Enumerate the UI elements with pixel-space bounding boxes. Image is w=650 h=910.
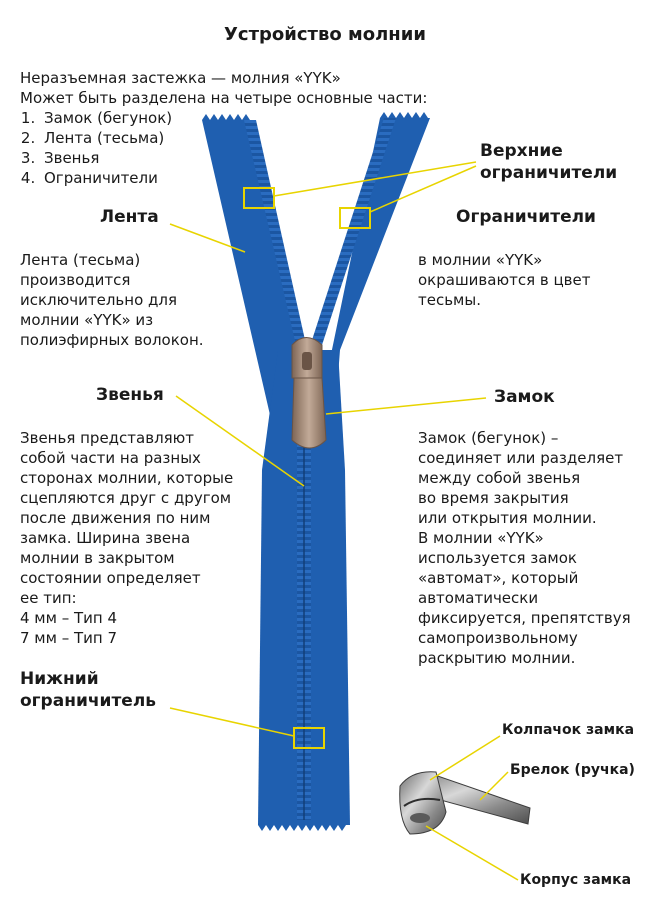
teeth-text: Звенья представляют собой части на разны… <box>20 429 234 647</box>
slider-pull <box>291 377 327 449</box>
list-item: Лента (тесьма) <box>40 128 427 148</box>
list-item: Замок (бегунок) <box>40 108 427 128</box>
left-teeth <box>244 120 305 345</box>
tape-heading: Лента <box>100 207 159 227</box>
right-teeth <box>312 118 396 345</box>
left-top-stop-box <box>243 187 275 209</box>
teeth-heading: Звенья <box>96 385 164 405</box>
slider-pull-label: Брелок (ручка) <box>510 762 635 778</box>
intro-line-2: Может быть разделена на четыре основные … <box>20 89 428 107</box>
stops-heading: Ограничители <box>456 207 596 227</box>
intro-line-1: Неразъемная застежка — молния «YYK» <box>20 69 341 87</box>
page-title: Устройство молнии <box>224 24 426 45</box>
zipper-slider-photo <box>399 771 531 835</box>
slider-cap-label: Колпачок замка <box>502 722 635 738</box>
slider-body-label: Корпус замка <box>520 872 632 888</box>
tape-text: Лента (тесьма) производится исключительн… <box>20 251 204 349</box>
intro-block: Неразъемная застежка — молния «YYK» Може… <box>20 68 427 188</box>
slider-heading: Замок <box>494 387 555 407</box>
parts-list: Замок (бегунок) Лента (тесьма) Звенья Ог… <box>20 108 427 188</box>
right-top-stop-box <box>339 207 371 229</box>
bottom-edge <box>258 825 346 831</box>
list-item: Звенья <box>40 148 427 168</box>
list-item: Ограничители <box>40 168 427 188</box>
right-tape-edge <box>380 112 428 118</box>
left-tape-edge <box>202 114 250 120</box>
bottom-stop-box <box>293 727 325 749</box>
bottom-stop-heading: Нижний ограничитель <box>20 669 157 711</box>
upper-stops-heading: Верхние ограничители <box>480 141 618 183</box>
stops-text: в молнии «YYK» окрашиваются в цвет тесьм… <box>418 251 591 309</box>
slider-text: Замок (бегунок) – соединяет или разделяе… <box>418 429 631 667</box>
